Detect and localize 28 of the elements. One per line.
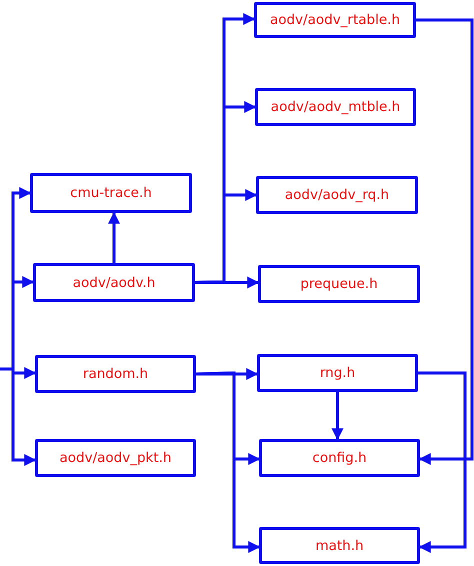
arrow [196, 371, 260, 553]
file-name: prequeue.h [300, 276, 378, 292]
arrow [416, 18, 474, 465]
arrow [108, 212, 120, 263]
file-name: rng.h [320, 365, 356, 381]
file-box [256, 176, 418, 214]
arrow [332, 392, 344, 440]
arrow [195, 276, 260, 288]
file-box [35, 439, 196, 477]
file-name: config.h [312, 450, 367, 466]
file-name: math.h [315, 538, 364, 554]
file-name: aodv/aodv_pkt.h [59, 450, 172, 466]
file-box [30, 173, 192, 213]
file-name: random.h [82, 366, 148, 382]
file-name: aodv/aodv.h [72, 274, 156, 290]
file-name: cmu-trace.h [70, 185, 152, 201]
file-box [254, 2, 416, 38]
file-box [35, 355, 196, 393]
file-box [255, 88, 416, 126]
file-name: aodv/aodv_rq.h [284, 187, 390, 203]
file-name: aodv/aodv_rtable.h [270, 12, 400, 28]
file-box [259, 439, 420, 477]
arrow [418, 372, 466, 553]
file-box [259, 527, 420, 564]
file-box [258, 265, 420, 303]
file-box [33, 263, 195, 302]
file-name: aodv/aodv_mtble.h [270, 99, 400, 115]
file-box [257, 354, 418, 392]
